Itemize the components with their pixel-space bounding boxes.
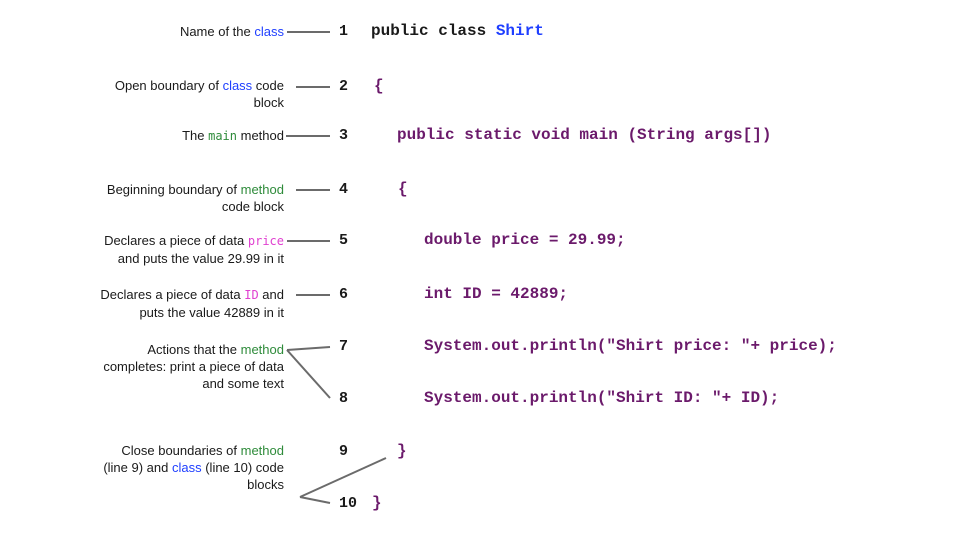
line-number: 9 — [339, 443, 349, 460]
line-number: 10 — [339, 495, 358, 512]
code-line-5: double price = 29.99; — [424, 231, 626, 249]
line-number: 6 — [339, 286, 349, 303]
highlight-method: method — [240, 443, 284, 458]
annotation-actions: Actions that the method completes: print… — [103, 342, 284, 391]
code-line-3: public static void main (String args[]) — [397, 126, 772, 144]
highlight-class: class — [254, 24, 284, 39]
highlight-price: price — [247, 234, 284, 248]
code-line-6: int ID = 42889; — [424, 285, 569, 303]
code-line-2: { — [374, 77, 384, 95]
annotation-price: Declares a piece of data price and puts … — [104, 233, 284, 266]
highlight-class: class — [222, 78, 253, 93]
annotation-method-open: Beginning boundary of method code block — [106, 182, 284, 214]
code-line-9: } — [397, 442, 407, 460]
line-number: 3 — [339, 127, 349, 144]
line-number: 7 — [339, 338, 349, 355]
annotation-class-open: Open boundary of class code block — [114, 78, 284, 110]
line-number: 5 — [339, 232, 349, 249]
highlight-main: main — [208, 129, 238, 143]
highlight-method: method — [240, 182, 284, 197]
annotation-id: Declares a piece of data ID and puts the… — [100, 287, 284, 320]
leader-line-10 — [299, 496, 331, 504]
code-line-7: System.out.println("Shirt price: "+ pric… — [424, 337, 837, 355]
code-line-10: } — [372, 494, 382, 512]
leader-line-7 — [286, 346, 331, 351]
class-name: Shirt — [495, 22, 544, 40]
annotation-main-method: The main method — [182, 128, 284, 143]
line-number: 2 — [339, 78, 349, 95]
highlight-id: ID — [244, 288, 259, 302]
line-number: 8 — [339, 390, 349, 407]
leader-line-9 — [299, 457, 387, 498]
code-line-1: public class Shirt — [371, 22, 544, 40]
code-line-8: System.out.println("Shirt ID: "+ ID); — [424, 389, 780, 407]
highlight-class: class — [171, 460, 202, 475]
annotation-close: Close boundaries of method (line 9) and … — [103, 443, 284, 492]
leader-line-8 — [286, 349, 331, 399]
code-line-4: { — [398, 180, 408, 198]
highlight-method: method — [240, 342, 284, 357]
annotation-class-name: Name of the class — [179, 24, 284, 39]
line-number: 4 — [339, 181, 349, 198]
line-number: 1 — [339, 23, 349, 40]
